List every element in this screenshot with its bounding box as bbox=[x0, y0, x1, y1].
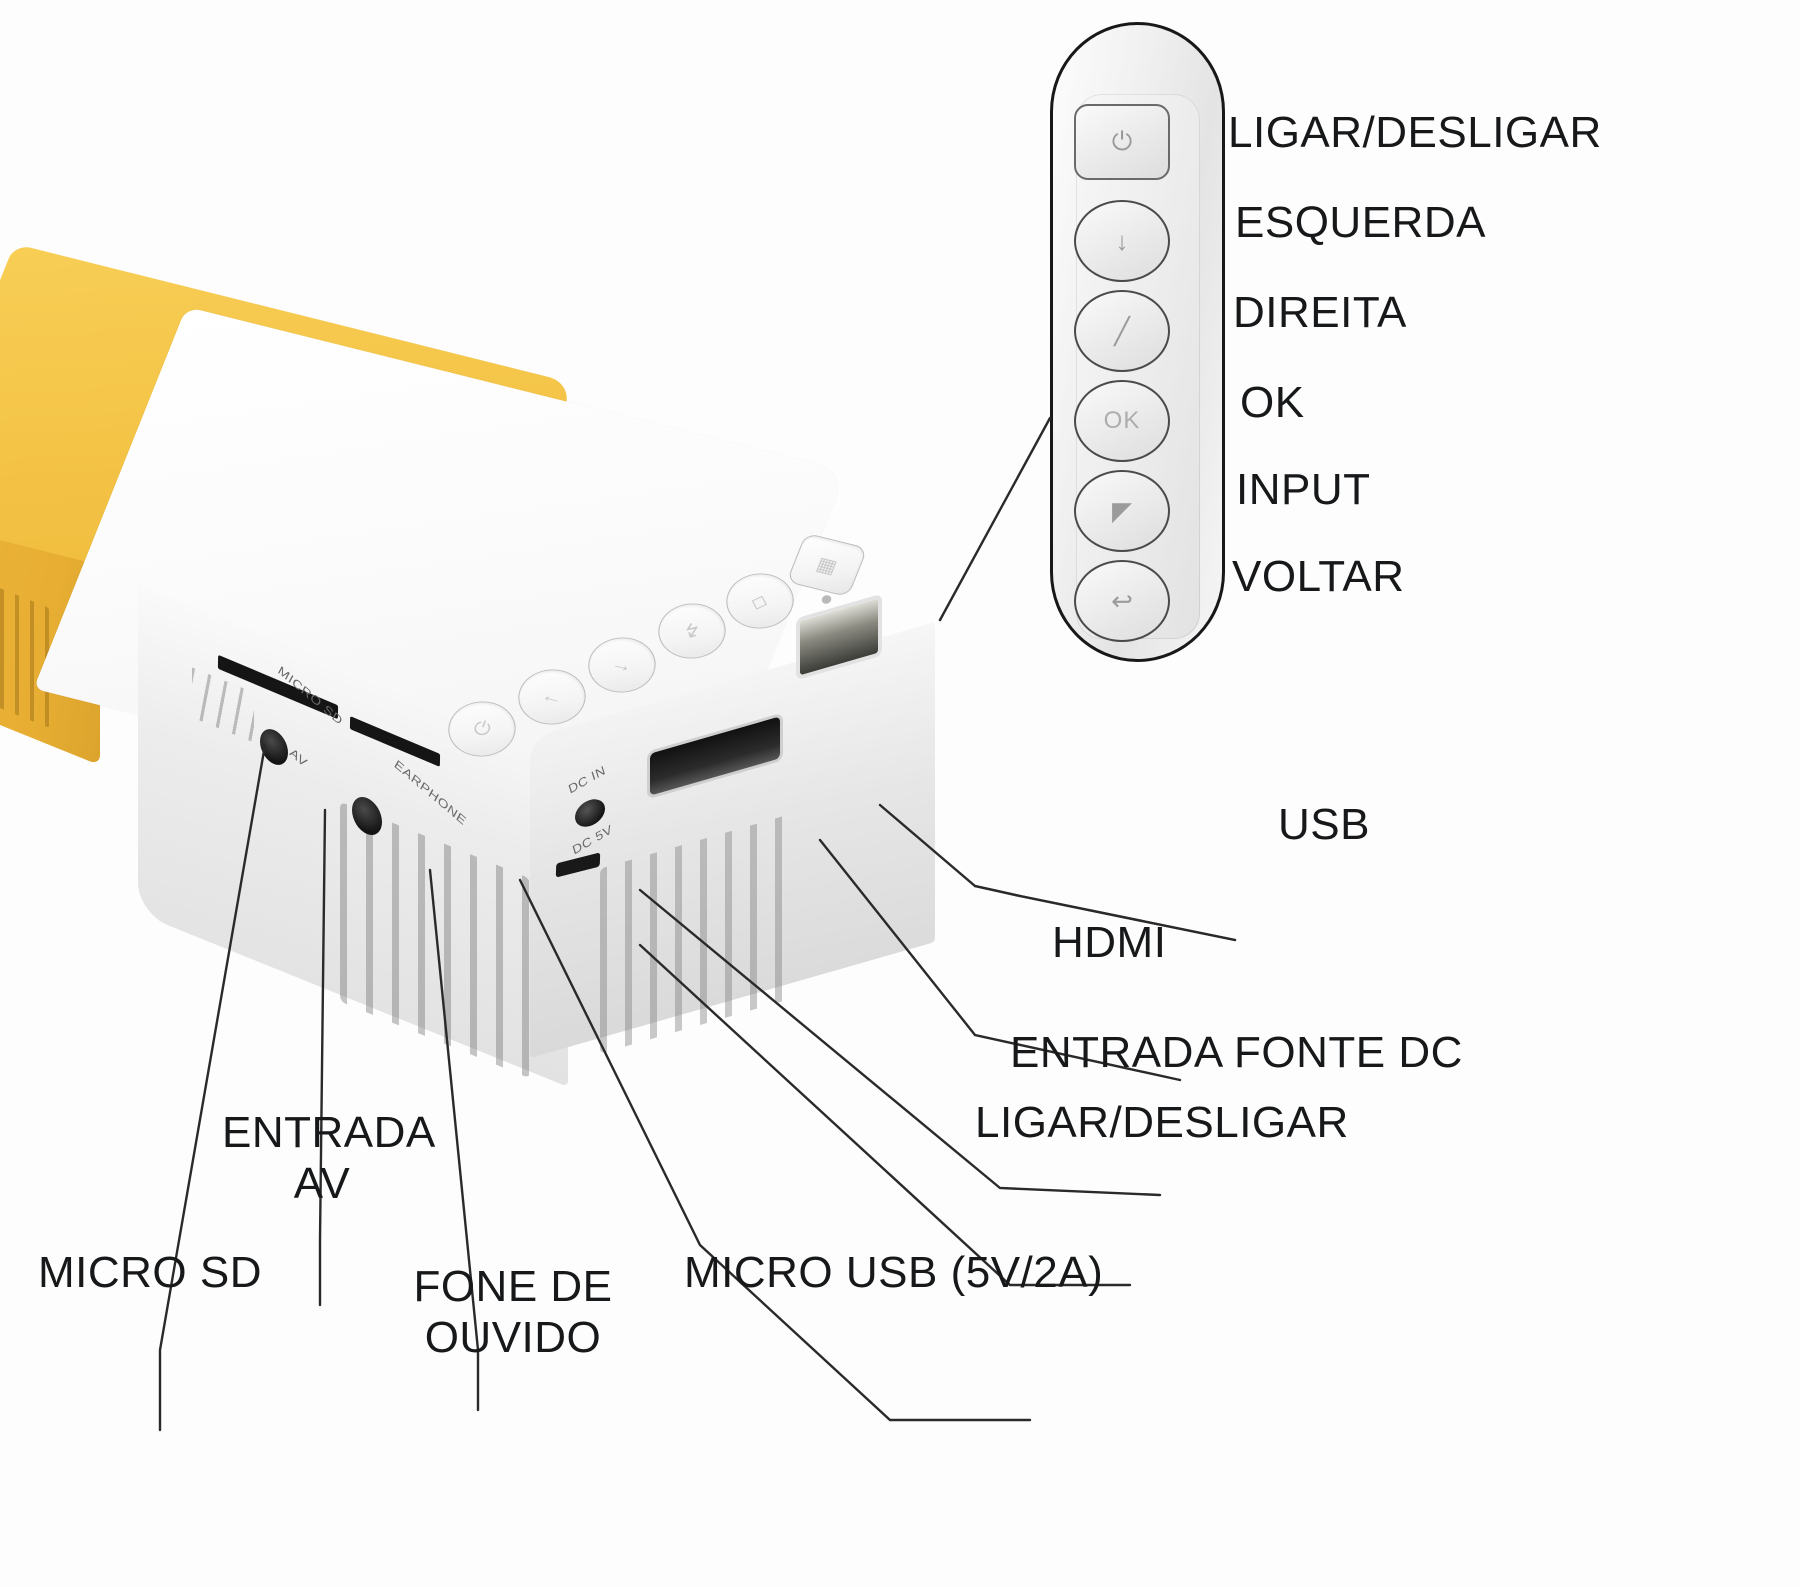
ok-icon: OK bbox=[1103, 407, 1141, 434]
power-icon: ⏻ bbox=[1111, 126, 1133, 156]
callout-remote-right: DIREITA bbox=[1233, 288, 1407, 337]
callout-av-in: ENTRADA AV bbox=[222, 1108, 436, 1208]
callout-usb: USB bbox=[1278, 800, 1370, 849]
remote-button-right[interactable]: ╱ bbox=[1074, 290, 1170, 372]
remote-control: ⏻ ↓ ╱ OK ◤ ↩ bbox=[1050, 22, 1225, 662]
callout-remote-ok: OK bbox=[1240, 378, 1305, 427]
callout-dc-in: ENTRADA FONTE DC bbox=[1010, 1028, 1463, 1077]
callout-remote-back: VOLTAR bbox=[1232, 552, 1405, 601]
remote-button-power[interactable]: ⏻ bbox=[1074, 104, 1170, 180]
arrow-right-icon: ╱ bbox=[1114, 315, 1130, 346]
remote-button-back[interactable]: ↩ bbox=[1074, 560, 1170, 642]
projector-illustration: MICRO SD AV EARPHONE DC IN DC 5V ⏻ ← → ↯… bbox=[0, 243, 970, 1180]
arrow-left-icon: ↓ bbox=[1115, 225, 1129, 256]
callout-power-switch: LIGAR/DESLIGAR bbox=[975, 1098, 1349, 1147]
remote-button-left[interactable]: ↓ bbox=[1074, 200, 1170, 282]
callout-headphone: FONE DE OUVIDO bbox=[413, 1262, 613, 1362]
callout-hdmi: HDMI bbox=[1052, 918, 1167, 967]
callout-remote-left: ESQUERDA bbox=[1235, 198, 1486, 247]
remote-button-input[interactable]: ◤ bbox=[1074, 470, 1170, 552]
status-led-indicator bbox=[820, 594, 833, 605]
callout-remote-power: LIGAR/DESLIGAR bbox=[1228, 108, 1602, 157]
remote-button-ok[interactable]: OK bbox=[1074, 380, 1170, 462]
callout-micro-usb: MICRO USB (5V/2A) bbox=[684, 1248, 1104, 1297]
return-arrow-icon: ↩ bbox=[1111, 585, 1133, 616]
callout-remote-input: INPUT bbox=[1236, 465, 1371, 514]
input-source-icon: ◤ bbox=[1112, 495, 1132, 526]
callout-micro-sd: MICRO SD bbox=[38, 1248, 262, 1297]
